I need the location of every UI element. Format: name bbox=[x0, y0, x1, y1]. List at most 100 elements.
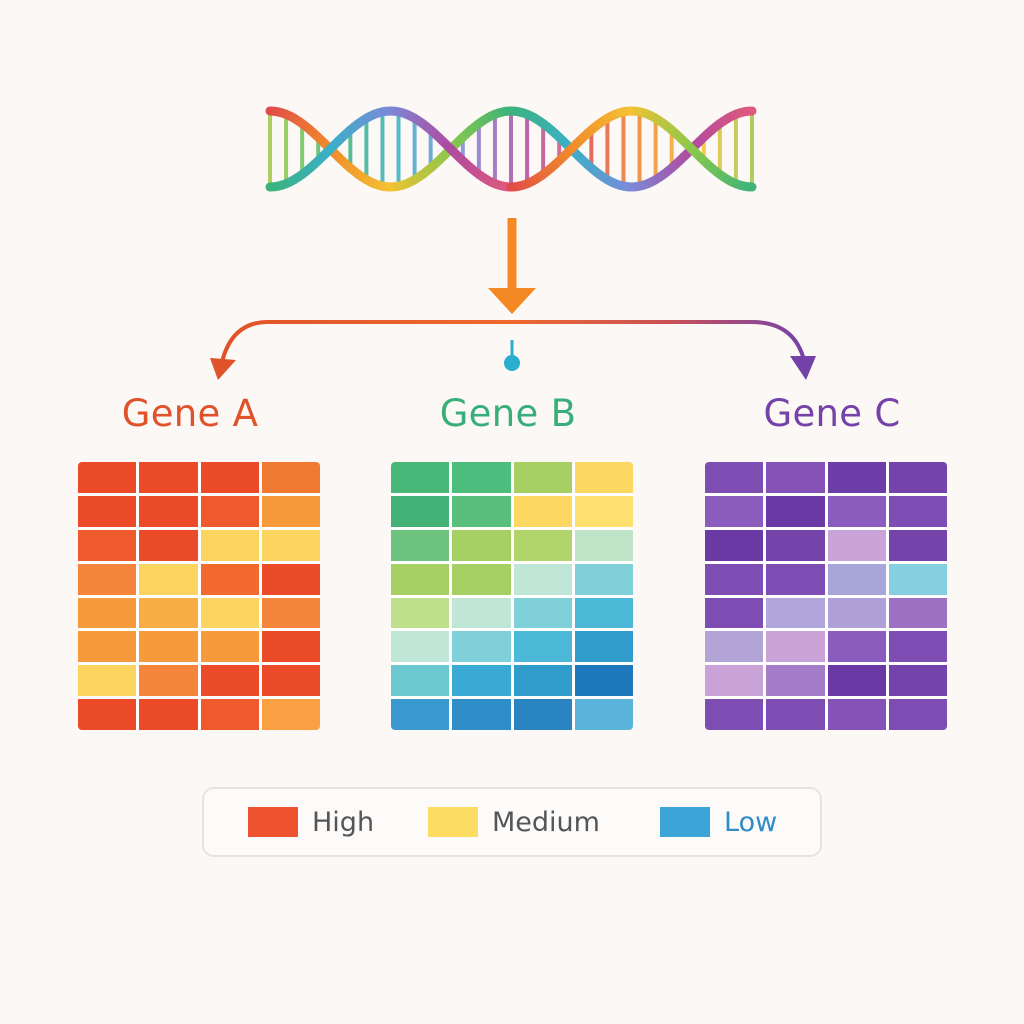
heatmap-cell bbox=[513, 699, 572, 730]
heatmap-cell bbox=[827, 563, 886, 595]
heatmap-cell bbox=[200, 631, 259, 663]
heatmap-cell bbox=[705, 631, 764, 663]
heatmap-cell bbox=[766, 665, 825, 697]
gene-a-heatmap bbox=[78, 462, 320, 730]
heatmap-cell bbox=[513, 462, 572, 493]
heatmap-cell bbox=[705, 563, 764, 595]
heatmap-cell bbox=[888, 462, 947, 493]
heatmap-cell bbox=[391, 563, 450, 595]
heatmap-cell bbox=[452, 699, 511, 730]
heatmap-cell bbox=[139, 597, 198, 629]
heatmap-cell bbox=[513, 529, 572, 561]
heatmap-cell bbox=[452, 495, 511, 527]
heatmap-cell bbox=[705, 597, 764, 629]
heatmap-cell bbox=[452, 665, 511, 697]
heatmap-cell bbox=[705, 699, 764, 730]
heatmap-cell bbox=[452, 529, 511, 561]
heatmap-cell bbox=[200, 462, 259, 493]
heatmap-cell bbox=[766, 462, 825, 493]
legend-label-medium: Medium bbox=[492, 806, 600, 838]
heatmap-cell bbox=[574, 462, 633, 493]
gene-c-heatmap bbox=[705, 462, 947, 730]
heatmap-cell bbox=[452, 563, 511, 595]
heatmap-cell bbox=[139, 631, 198, 663]
heatmap-cell bbox=[261, 462, 320, 493]
heatmap-cell bbox=[139, 529, 198, 561]
flow-arrows bbox=[210, 218, 816, 380]
heatmap-cell bbox=[827, 699, 886, 730]
branch-arrow-left bbox=[210, 320, 512, 380]
gene-c-label: Gene C bbox=[763, 392, 901, 435]
heatmap-cell bbox=[827, 529, 886, 561]
legend-label-low: Low bbox=[724, 806, 778, 838]
heatmap-cell bbox=[513, 631, 572, 663]
heatmap-cell bbox=[391, 597, 450, 629]
heatmap-cell bbox=[78, 495, 137, 527]
heatmap-cell bbox=[200, 495, 259, 527]
legend-item-medium: Medium bbox=[428, 789, 600, 855]
heatmap-cell bbox=[574, 563, 633, 595]
heatmap-cell bbox=[888, 699, 947, 730]
heatmap-cell bbox=[513, 597, 572, 629]
gene-b-heatmap bbox=[391, 462, 633, 730]
heatmap-cell bbox=[888, 495, 947, 527]
heatmap-cell bbox=[574, 597, 633, 629]
legend-item-low: Low bbox=[660, 789, 777, 855]
heatmap-cell bbox=[261, 529, 320, 561]
heatmap-cell bbox=[261, 495, 320, 527]
heatmap-cell bbox=[574, 699, 633, 730]
gene-b-label: Gene B bbox=[439, 392, 577, 435]
heatmap-cell bbox=[574, 665, 633, 697]
heatmap-cell bbox=[261, 699, 320, 730]
heatmap-cell bbox=[766, 597, 825, 629]
legend-swatch-low bbox=[660, 807, 710, 837]
heatmap-cell bbox=[827, 631, 886, 663]
heatmap-cell bbox=[261, 563, 320, 595]
heatmap-cell bbox=[139, 462, 198, 493]
heatmap-cell bbox=[391, 495, 450, 527]
heatmap-cell bbox=[705, 529, 764, 561]
heatmap-cell bbox=[139, 699, 198, 730]
heatmap-cell bbox=[452, 631, 511, 663]
heatmap-cell bbox=[78, 529, 137, 561]
heatmap-cell bbox=[391, 462, 450, 493]
heatmap-cell bbox=[574, 529, 633, 561]
heatmap-cell bbox=[513, 495, 572, 527]
heatmap-cell bbox=[200, 699, 259, 730]
heatmap-cell bbox=[827, 665, 886, 697]
heatmap-cell bbox=[888, 597, 947, 629]
heatmap-cell bbox=[78, 631, 137, 663]
dna-helix-icon bbox=[265, 106, 757, 192]
heatmap-cell bbox=[766, 563, 825, 595]
heatmap-cell bbox=[574, 631, 633, 663]
heatmap-cell bbox=[391, 665, 450, 697]
heatmap-cell bbox=[78, 597, 137, 629]
heatmap-cell bbox=[78, 462, 137, 493]
legend: High Medium Low bbox=[202, 787, 822, 857]
heatmap-cell bbox=[78, 665, 137, 697]
heatmap-cell bbox=[888, 665, 947, 697]
heatmap-cell bbox=[391, 631, 450, 663]
center-marker-icon bbox=[504, 340, 520, 371]
heatmap-cell bbox=[200, 665, 259, 697]
legend-label-high: High bbox=[312, 806, 375, 838]
heatmap-cell bbox=[261, 665, 320, 697]
legend-swatch-medium bbox=[428, 807, 478, 837]
heatmap-cell bbox=[705, 462, 764, 493]
gene-a-label: Gene A bbox=[121, 392, 259, 435]
heatmap-cell bbox=[452, 462, 511, 493]
branch-arrow-right bbox=[512, 320, 816, 380]
heatmap-cell bbox=[391, 529, 450, 561]
heatmap-cell bbox=[766, 495, 825, 527]
heatmap-cell bbox=[827, 462, 886, 493]
heatmap-cell bbox=[261, 597, 320, 629]
heatmap-cell bbox=[705, 665, 764, 697]
heatmap-cell bbox=[139, 495, 198, 527]
heatmap-cell bbox=[766, 631, 825, 663]
heatmap-cell bbox=[261, 631, 320, 663]
heatmap-cell bbox=[513, 563, 572, 595]
heatmap-cell bbox=[827, 597, 886, 629]
heatmap-cell bbox=[827, 495, 886, 527]
heatmap-cell bbox=[200, 529, 259, 561]
heatmap-cell bbox=[705, 495, 764, 527]
